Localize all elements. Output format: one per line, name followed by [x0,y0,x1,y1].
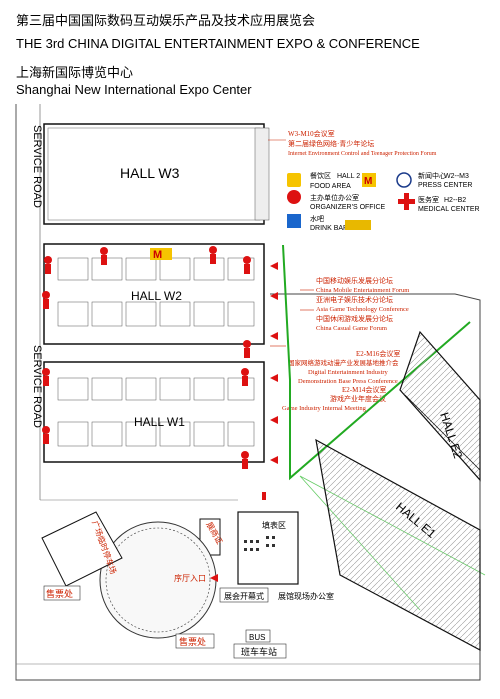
forum-w3-en: Internet Environment Control and Teenage… [288,151,437,157]
red-marker-figures [42,246,251,469]
forum-casual-en: China Casual Game Forum [316,325,387,332]
forum-base-en1: Digital Entertainment Industry [308,369,389,376]
organizer-office-icon [287,190,301,204]
hall-w1-label: HALL W1 [134,415,185,429]
hall-w3-outline [43,123,265,225]
forum-e2m14-room: E2-M14会议室 [342,385,386,394]
forum-mobile-en: China Mobile Entertainment Forum [316,287,409,294]
forum-e2m16-room: E2-M16会议室 [356,349,400,358]
food-area-icon [287,173,301,187]
forum-base-en2: Demonstration Base Press Conference [298,378,398,385]
venue-chinese: 上海新国际博览中心 [16,65,134,80]
mcdonalds-legend-icon [362,173,376,187]
ticket-office-bottom-label: 售票处 [179,636,206,647]
bus-stop-label: 班车车站 [241,646,277,657]
entrance-plaza-inner [105,527,211,633]
title-chinese: 第三届中国国际数码互动娱乐产品及技术应用展览会 [16,13,316,28]
legend-drink-cn: 水吧 [310,214,324,223]
legend: 餐饮区 HALL 2 FOOD AREA M 主办单位办公室 ORGANIZER… [287,171,480,232]
legend-press-hall: W2--M3 [444,173,469,180]
hall-e2-outline [399,330,481,482]
forum-annotations: W3-M10会议室 第二届绿色网络·青少年论坛 Internet Environ… [282,129,437,412]
legend-organizer-cn: 主办单位办公室 [310,193,359,202]
entrance-arrow [210,574,218,582]
site-office-label: 展馆现场办公室 [278,591,334,601]
bus-sign-box [245,629,271,643]
hall-e2-grid [404,394,481,471]
medical-cross-icon [398,193,415,210]
forum-asia-en: Asia Game Technology Conference [316,306,409,313]
hall-w1-booths [57,377,255,447]
leader-lines [268,139,314,347]
hall-w2-outline [43,243,265,345]
entry-arrows [262,262,278,500]
bus-sign-label: BUS [249,633,265,642]
hall-w2-booths [57,257,255,327]
bus-stop-box [233,643,287,659]
drink-bar-logo-icon [345,220,371,230]
ticket-office-left-label: 售票处 [46,588,73,599]
green-route [282,244,471,481]
ticket-office-left [43,585,81,601]
legend-food-cn: 餐饮区 [310,171,331,180]
drink-bar-icon [287,214,301,228]
registration-desks [244,536,275,551]
press-center-icon [396,172,412,188]
venue-english: Shanghai New International Expo Center [16,82,252,97]
service-road-label-bottom: SERVICE ROAD [31,345,43,428]
legend-drink-en: DRINK BAR [310,225,348,232]
forum-asia-cn: 亚洲电子娱乐技术分论坛 [316,295,393,304]
hall-w1-outline [43,361,265,463]
legend-medical-cn: 医务室 [418,195,439,204]
forum-industry-cn: 游戏产业年度会议 [330,394,386,403]
hall-w3-service-strip [254,127,270,221]
entrance-label: 序厅入口 [174,573,206,583]
service-road-label-top: SERVICE ROAD [31,125,43,208]
forum-mobile-cn: 中国移动娱乐发展分论坛 [316,276,393,285]
hall-e1-outline [315,438,481,652]
legend-food-en: FOOD AREA [310,183,351,190]
forum-casual-cn: 中国休闲游戏发展分论坛 [316,314,393,323]
legend-organizer-en: ORGANIZER'S OFFICE [310,204,386,211]
registration-building [237,511,299,585]
forum-base-cn: 国家网络游戏动漫产业发展基地推介会 [288,358,399,367]
expo-floor-map: SERVICE ROAD SERVICE ROAD HALL W3 HALL W… [0,104,500,699]
legend-press-cn: 新闻中心 [418,171,446,180]
food-area-mcdonalds [150,248,172,260]
opening-ceremony-label: 展会开幕式 [224,591,264,601]
hall-w3-label: HALL W3 [120,165,180,181]
legend-food-hall: HALL 2 [337,173,360,180]
hall-w2-label: HALL W2 [131,289,182,303]
registration-label: 填表区 [262,520,286,530]
ticket-office-bottom [175,633,215,649]
legend-medical-hall: H2--B2 [444,197,466,204]
legend-press-en: PRESS CENTER [418,182,472,189]
opening-ceremony-box [219,587,269,603]
title-english: THE 3rd CHINA DIGITAL ENTERTAINMENT EXPO… [16,36,420,51]
mcdonalds-letter-icon: M [364,176,372,187]
forum-w3-room: W3-M10会议室 [288,129,335,138]
forum-industry-en: Game Industry Internal Meeting [282,405,367,412]
forum-w3-cn: 第二届绿色网络·青少年论坛 [288,139,374,148]
mcdonalds-icon: M [153,249,162,261]
legend-medical-en: MEDICAL CENTER [418,206,480,213]
plaza-parking-lot [41,511,123,587]
